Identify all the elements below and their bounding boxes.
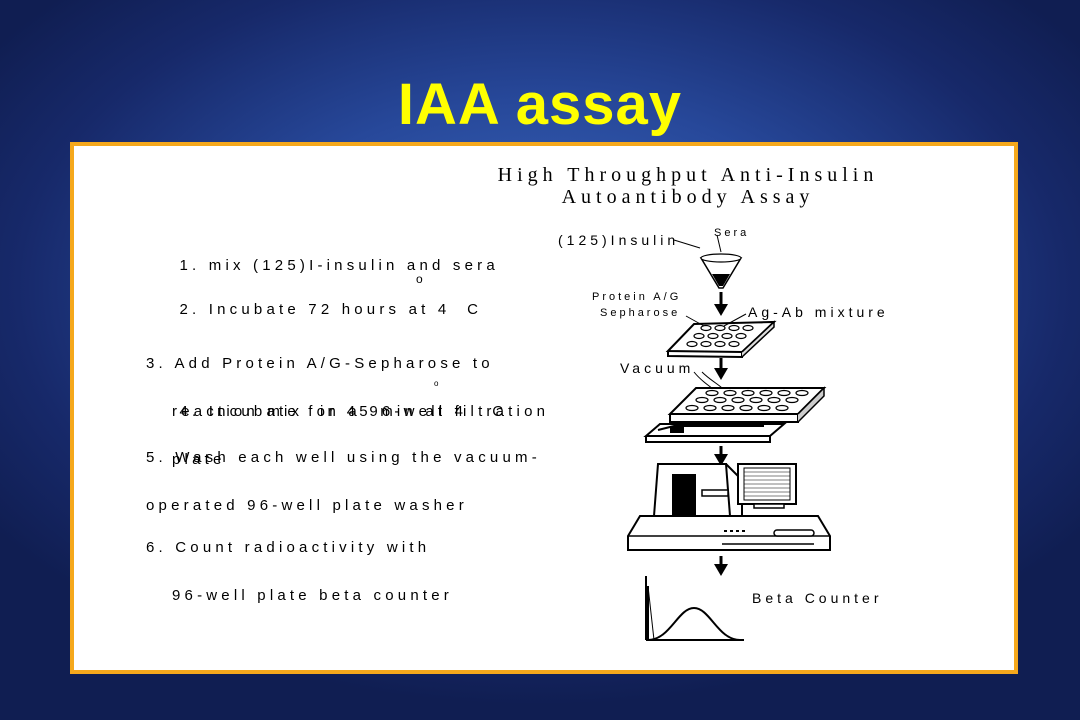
step-3-line1: 3. Add Protein A/G-Sepharose to [146, 355, 494, 372]
step-5-line1: 5. Wash each well using the vacuum- [146, 449, 541, 466]
step-2: 2. Incubate 72 hours at 4 C [146, 286, 482, 334]
funnel-icon [699, 234, 743, 289]
step-4: 4. Incubate for 45 min at 4 C [146, 388, 507, 436]
degree-symbol-step-4: o [434, 379, 439, 388]
degree-symbol-step-2: o [416, 272, 423, 286]
step-4-text: 4. Incubate for 45 min at 4 C [179, 403, 508, 420]
count-curve-icon [645, 576, 744, 641]
protein-label-line1: Protein A/G [592, 291, 682, 303]
sera-label: Sera [714, 227, 750, 239]
step-3: 3. Add Protein A/G-Sepharose to reaction… [146, 324, 549, 500]
diagram-title: High Throughput Anti-Insulin Autoantibod… [458, 164, 918, 208]
slide-title: IAA assay [397, 72, 683, 137]
arrow-down-icon [714, 446, 728, 466]
beta-counter-icon [627, 463, 831, 551]
step-6-line2: 96-well plate beta counter [172, 587, 453, 604]
arrow-down-icon [714, 358, 728, 380]
diagram-title-line1: High Throughput Anti-Insulin [497, 164, 879, 186]
insulin-pointer-line [673, 239, 701, 249]
mixture-label: Ag-Ab mixture [748, 304, 889, 320]
vacuum-label: Vacuum [620, 360, 695, 376]
step-3-line2: reaction mix in a 96-well filtration [172, 403, 550, 420]
step-5-line2: operated 96-well plate washer [146, 497, 468, 514]
step-6-line1: 6. Count radioactivity with [146, 539, 431, 556]
protein-label-line2: Sepharose [600, 307, 681, 319]
diagram-panel: High Throughput Anti-Insulin Autoantibod… [70, 142, 1018, 674]
diagram-title-line2: Autoantibody Assay [561, 186, 815, 208]
step-1-text: 1. mix (125)I-insulin and sera [179, 257, 499, 274]
step-6: 6. Count radioactivity with 96-well plat… [146, 508, 453, 636]
step-2-text: 2. Incubate 72 hours at 4 C [179, 301, 483, 318]
step-3-line3: plate [172, 451, 226, 468]
filtration-plate-icon [665, 313, 777, 359]
step-1: 1. mix (125)I-insulin and sera [146, 242, 499, 290]
vacuum-washer-icon [643, 371, 827, 443]
arrow-down-icon [714, 292, 728, 316]
beta-counter-label: Beta Counter [752, 590, 883, 606]
arrow-down-icon [714, 556, 728, 576]
insulin-label: (125)Insulin [558, 232, 680, 248]
step-5: 5. Wash each well using the vacuum- oper… [146, 418, 541, 546]
assay-illustration [627, 234, 831, 641]
